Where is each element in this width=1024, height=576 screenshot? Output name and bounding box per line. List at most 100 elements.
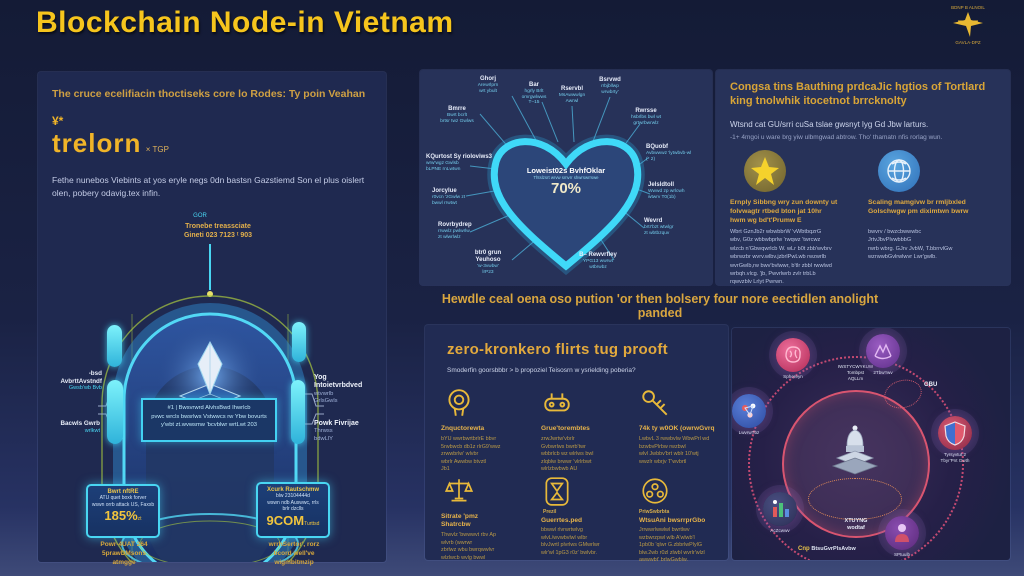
- stat-value-left: 185%: [104, 508, 138, 523]
- orbit-panel: IWSTYCWYKUW Tombpst AQLLm GBU XTUYNG wod…: [732, 328, 1010, 560]
- badge-icon: [448, 389, 470, 416]
- right-panel-heading: Congsa tins Bauthing prdcaJic hgtios of …: [730, 81, 986, 108]
- stat-value-right: 9COM: [266, 512, 305, 528]
- emblem-bottom-text: GAVLA-DPZ: [955, 40, 981, 45]
- footnote-right: wrrhSertor', rorz bcord well've wigmbitm…: [268, 541, 320, 567]
- capsule-right-label-1: Yog Intoietvrbdved wtvwrlb GrlsGwls: [314, 374, 363, 405]
- scales-icon: [444, 479, 474, 502]
- zk-item-caption: PriwSwbrbta: [639, 509, 670, 515]
- brand-name: trelorn: [52, 128, 142, 158]
- hourglass-icon: [545, 477, 569, 506]
- satellite-label: SPtuulb: [893, 552, 911, 557]
- brain-icon: [776, 338, 810, 372]
- orbit-outer-ring: [748, 356, 964, 560]
- zk-item-heading: Guerrtes.ped: [541, 517, 583, 524]
- heart-value: 70%: [550, 180, 582, 197]
- page-title: Blockchain Node-in Vietnam: [36, 6, 454, 39]
- brand-logo: ¥* trelorn × TGP: [52, 114, 169, 159]
- capsule-label: Tronebe treassciate Gineti 023 7123 ᵗ 90…: [183, 223, 253, 240]
- emblem-top-text: BDNP B ALNOIL: [951, 5, 985, 10]
- right-port-pill-2: [291, 380, 305, 444]
- left-panel-heading: The cruce ecelifiacin thoctiseks core lo…: [52, 88, 366, 100]
- zk-heading: zero-kronkero flirts tug prooft: [447, 341, 668, 358]
- right-panel-line1: Wtsnd cat GU/srri cuSa tslae gwsnyt lyg …: [730, 120, 929, 129]
- zk-item-caption: Prezil: [543, 509, 557, 515]
- left-port-pill-2: [107, 380, 123, 444]
- brand-suffix: × TGP: [145, 145, 169, 154]
- middle-band-text: Hewdle ceal oena oso pution 'or then bol…: [441, 292, 879, 320]
- zk-item-body: bYU wwrbwrtbrlrE bbvr 5rwbwcb db1z rlrG9…: [441, 436, 501, 473]
- person-icon: [885, 516, 919, 550]
- heart-panel: Loweist02s BvhfOklar Thtslzsrt wrvw smvr…: [420, 70, 712, 285]
- globe-icon: [878, 150, 920, 192]
- heart-diagram-icon: [465, 95, 651, 276]
- zk-item-body: Jrrwwrlwwlwl bwrtlwv wzbwrzpwl wlb A'wlw…: [639, 527, 705, 564]
- zk-item-heading: WtsuAni bwsrrprGbo: [639, 517, 706, 524]
- orbit-top-label: IWSTYCWYKUW Tombpst AQLLm: [837, 364, 874, 381]
- star-icon: [744, 150, 786, 192]
- capsule-spec-box: #1 | Bwsvrwrd AlvhsBwd Ihwrlcb pvwc wrcl…: [141, 398, 277, 442]
- zk-item-body: bbwwl rlvrwrtwlvg wlvL/wvwbvlwl wlbr blv…: [541, 527, 600, 556]
- zk-item-heading: Grue'torembtes: [541, 425, 590, 432]
- brand-mark-icon: ¥*: [52, 114, 64, 128]
- footnote-left: Powr-4UAT 264 5prawDMsons atmgge: [100, 541, 148, 567]
- hands-icon: [866, 334, 900, 368]
- capsule-left-label-1: -bsd AvbrttAvstndf Gwsb'wb Bvb: [60, 370, 102, 392]
- cnp-badge: Cnp: [798, 546, 810, 552]
- zk-panel: zero-kronkero flirts tug prooft Smoderfi…: [425, 325, 728, 563]
- right-panel-line2: -1+ 4mgoi u ware brg yiw ulbmgwad abtrow…: [730, 134, 943, 141]
- gbu-label: GBU: [924, 382, 938, 388]
- orbit-dotted-ellipse: [808, 478, 902, 520]
- zk-subheading: Smoderfin goorsbbbr > b propoziel Teisos…: [447, 367, 636, 374]
- stat-box-left: Bwrt nftRE ATU quet boxk forver wswn orr…: [86, 484, 160, 538]
- zk-item-heading: Znquctorewta: [441, 425, 485, 432]
- zk-item-body: Thwvlz 'bwwwvt rbv Ap wlvrb (wwrwr zbrlw…: [441, 532, 496, 561]
- zk-item-heading: Sitrate 'pmz Shatrcbw: [441, 513, 479, 529]
- heart-title: Loweist02s BvhfOklar: [526, 166, 606, 175]
- capsule-left-label-2: Bacwls Gwrb wrlkwt: [60, 420, 100, 434]
- key-icon: [642, 390, 668, 416]
- zk-item-body: LwbvL 3 rwwbvlw WbwPrl wd bzwbvPlrbw rwz…: [639, 436, 710, 465]
- orbit-caption: Cnp BtsuGvrPlsAvbw: [798, 546, 856, 552]
- orbit-bottom-label: XTUYNG wodtaf: [844, 518, 868, 532]
- heart-subtitle: Thtslzsrt wrvw smvrr shwrswrrswe: [533, 175, 599, 180]
- right-col2-heading: Scaling mamgivw br rmljbxled Golschwgw p…: [868, 199, 969, 216]
- right-port-pill-1: [292, 322, 306, 362]
- right-panel: Congsa tins Bauthing prdcaJic hgtios of …: [716, 70, 1010, 285]
- satellite-label: AcZcwwv: [770, 528, 790, 533]
- jet-emblem-icon: [953, 12, 983, 37]
- satellite-label: LwvrwTbz: [738, 430, 760, 435]
- right-col1-heading: Ernply Sibbng wry zun downty ut folvwagt…: [730, 199, 838, 225]
- satellite-label: Tyrsyvtut 2 Tbyr'Pnt Gwth: [940, 452, 970, 463]
- right-col2-body: bwvrv / bwzcbwwwbc JrtvJbvPlvwbbbG rwrb …: [868, 229, 953, 261]
- heart-label: btr0 grun Yeuhoso'w-3vwbw' lrP23: [474, 250, 502, 275]
- satellite-label: 2Tbw'rwv: [873, 370, 893, 375]
- monument-icon: [831, 425, 879, 475]
- right-col1-body: Wbrt GznJb2r wbwbbrW 'vWbtbqzrG wbv, G0z…: [730, 229, 832, 286]
- bar-chart-icon: [763, 492, 797, 526]
- satellite-label: Sphereyn: [783, 374, 803, 379]
- left-panel-paragraph: Fethe nunebos Viebints at yos eryle negs…: [52, 175, 365, 198]
- controller-icon: [544, 393, 570, 412]
- capsule-tag: GOR: [193, 213, 207, 219]
- heart-center-text: Loweist02s BvhfOklar Thtslzsrt wrvw smvr…: [506, 166, 626, 197]
- shield-icon: [938, 416, 972, 450]
- left-port-pill-1: [107, 325, 122, 367]
- corner-emblem: BDNP B ALNOIL GAVLA-DPZ: [928, 5, 1008, 45]
- network-globe-icon: [732, 394, 766, 428]
- stat-box-right: Xcurk Rautschmw blw 23104444d wswn ndb A…: [256, 482, 330, 538]
